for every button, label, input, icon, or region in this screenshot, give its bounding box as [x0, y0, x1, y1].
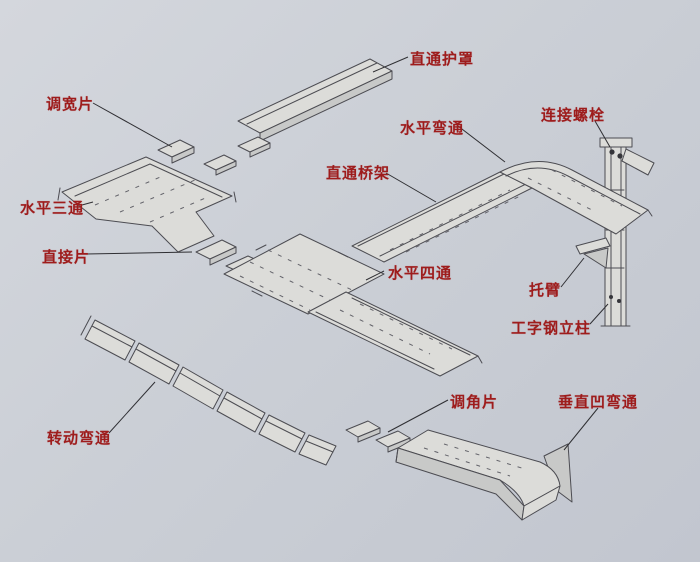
bolt [609, 295, 613, 299]
part-horizontal-bend [499, 161, 653, 235]
part-angle-adjust-pieces [345, 420, 411, 453]
leader-width-adjust-piece [92, 102, 173, 148]
leader-angle-adjust-piece [387, 399, 449, 433]
label-straight-cover: 直通护罩 [410, 51, 475, 68]
part-straight-tray [351, 171, 533, 263]
label-horizontal-tee: 水平三通 [20, 200, 85, 217]
label-rotating-bend: 转动弯通 [47, 430, 112, 447]
leader-horizontal-bend [457, 125, 506, 163]
bolt [617, 299, 621, 303]
label-angle-adjust-piece: 调角片 [450, 394, 499, 411]
label-horizontal-cross: 水平四通 [388, 265, 453, 282]
bolt [609, 149, 615, 155]
label-vertical-concave-bend: 垂直凹弯通 [558, 394, 639, 411]
label-horizontal-bend: 水平弯通 [400, 120, 465, 137]
part-straight-cover [237, 58, 393, 142]
leader-horizontal-tee [81, 201, 94, 206]
part-width-adjust-pieces [157, 136, 271, 176]
leader-vertical-concave-bend [563, 407, 599, 451]
leader-i-beam-column [589, 303, 609, 325]
leader-straight-cover [372, 56, 409, 73]
part-bracket-arm [575, 237, 611, 269]
leader-rotating-bend [108, 381, 156, 434]
label-direct-piece: 直接片 [42, 249, 91, 266]
leader-horizontal-cross [365, 270, 385, 281]
leader-connecting-bolt [594, 120, 611, 148]
label-bracket-arm: 托臂 [529, 282, 562, 299]
part-direct-pieces [195, 239, 260, 272]
label-straight-tray: 直通桥架 [326, 165, 391, 182]
leader-straight-tray [385, 172, 437, 203]
label-i-beam-column: 工字钢立柱 [511, 320, 592, 337]
leader-bracket-arm [560, 257, 585, 288]
part-horizontal-tee [57, 156, 237, 253]
bolt [617, 153, 623, 159]
label-width-adjust-piece: 调宽片 [46, 96, 95, 113]
part-rotating-bend [80, 315, 337, 466]
label-connecting-bolt: 连接螺栓 [541, 107, 606, 124]
leader-lines [81, 56, 611, 451]
leader-direct-piece [85, 251, 193, 255]
part-vertical-concave-bend [395, 429, 573, 521]
part-i-beam-column [599, 137, 655, 327]
part-lower-branch-tray [307, 291, 483, 377]
